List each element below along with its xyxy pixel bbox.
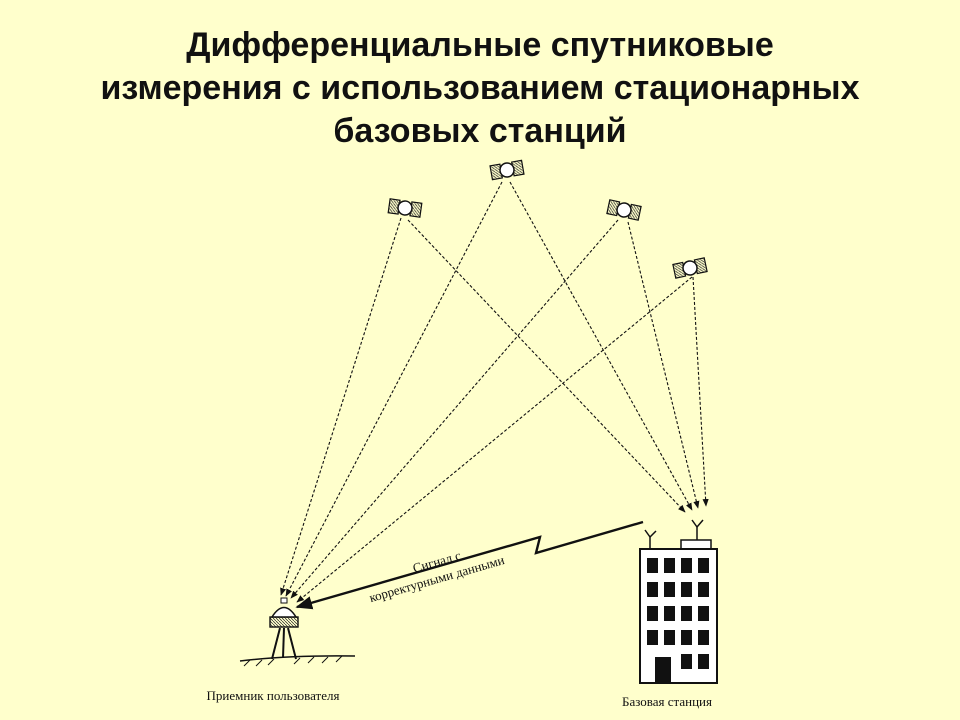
user-receiver-label: Приемник пользователя — [207, 688, 340, 703]
rays-to-base-station — [407, 181, 709, 513]
satellite-icon — [606, 199, 642, 221]
satellite-icon — [489, 159, 525, 181]
page-title: Дифференциальные спутниковые измерения с… — [0, 24, 960, 153]
base-station-label: Базовая станция — [622, 694, 712, 709]
title-line-3: базовых станций — [333, 112, 627, 150]
title-line-2: измерения с использованием стационарных — [100, 69, 860, 107]
title-line-1: Дифференциальные спутниковые — [186, 26, 774, 64]
signal-label: Сигнал с корректурными данными — [367, 548, 506, 606]
satellite-icon — [672, 257, 708, 279]
user-receiver — [239, 597, 356, 667]
rays-to-receiver — [280, 181, 693, 603]
correction-signal-line — [295, 520, 644, 610]
base-station — [639, 519, 718, 684]
satellite-icon — [387, 198, 423, 218]
